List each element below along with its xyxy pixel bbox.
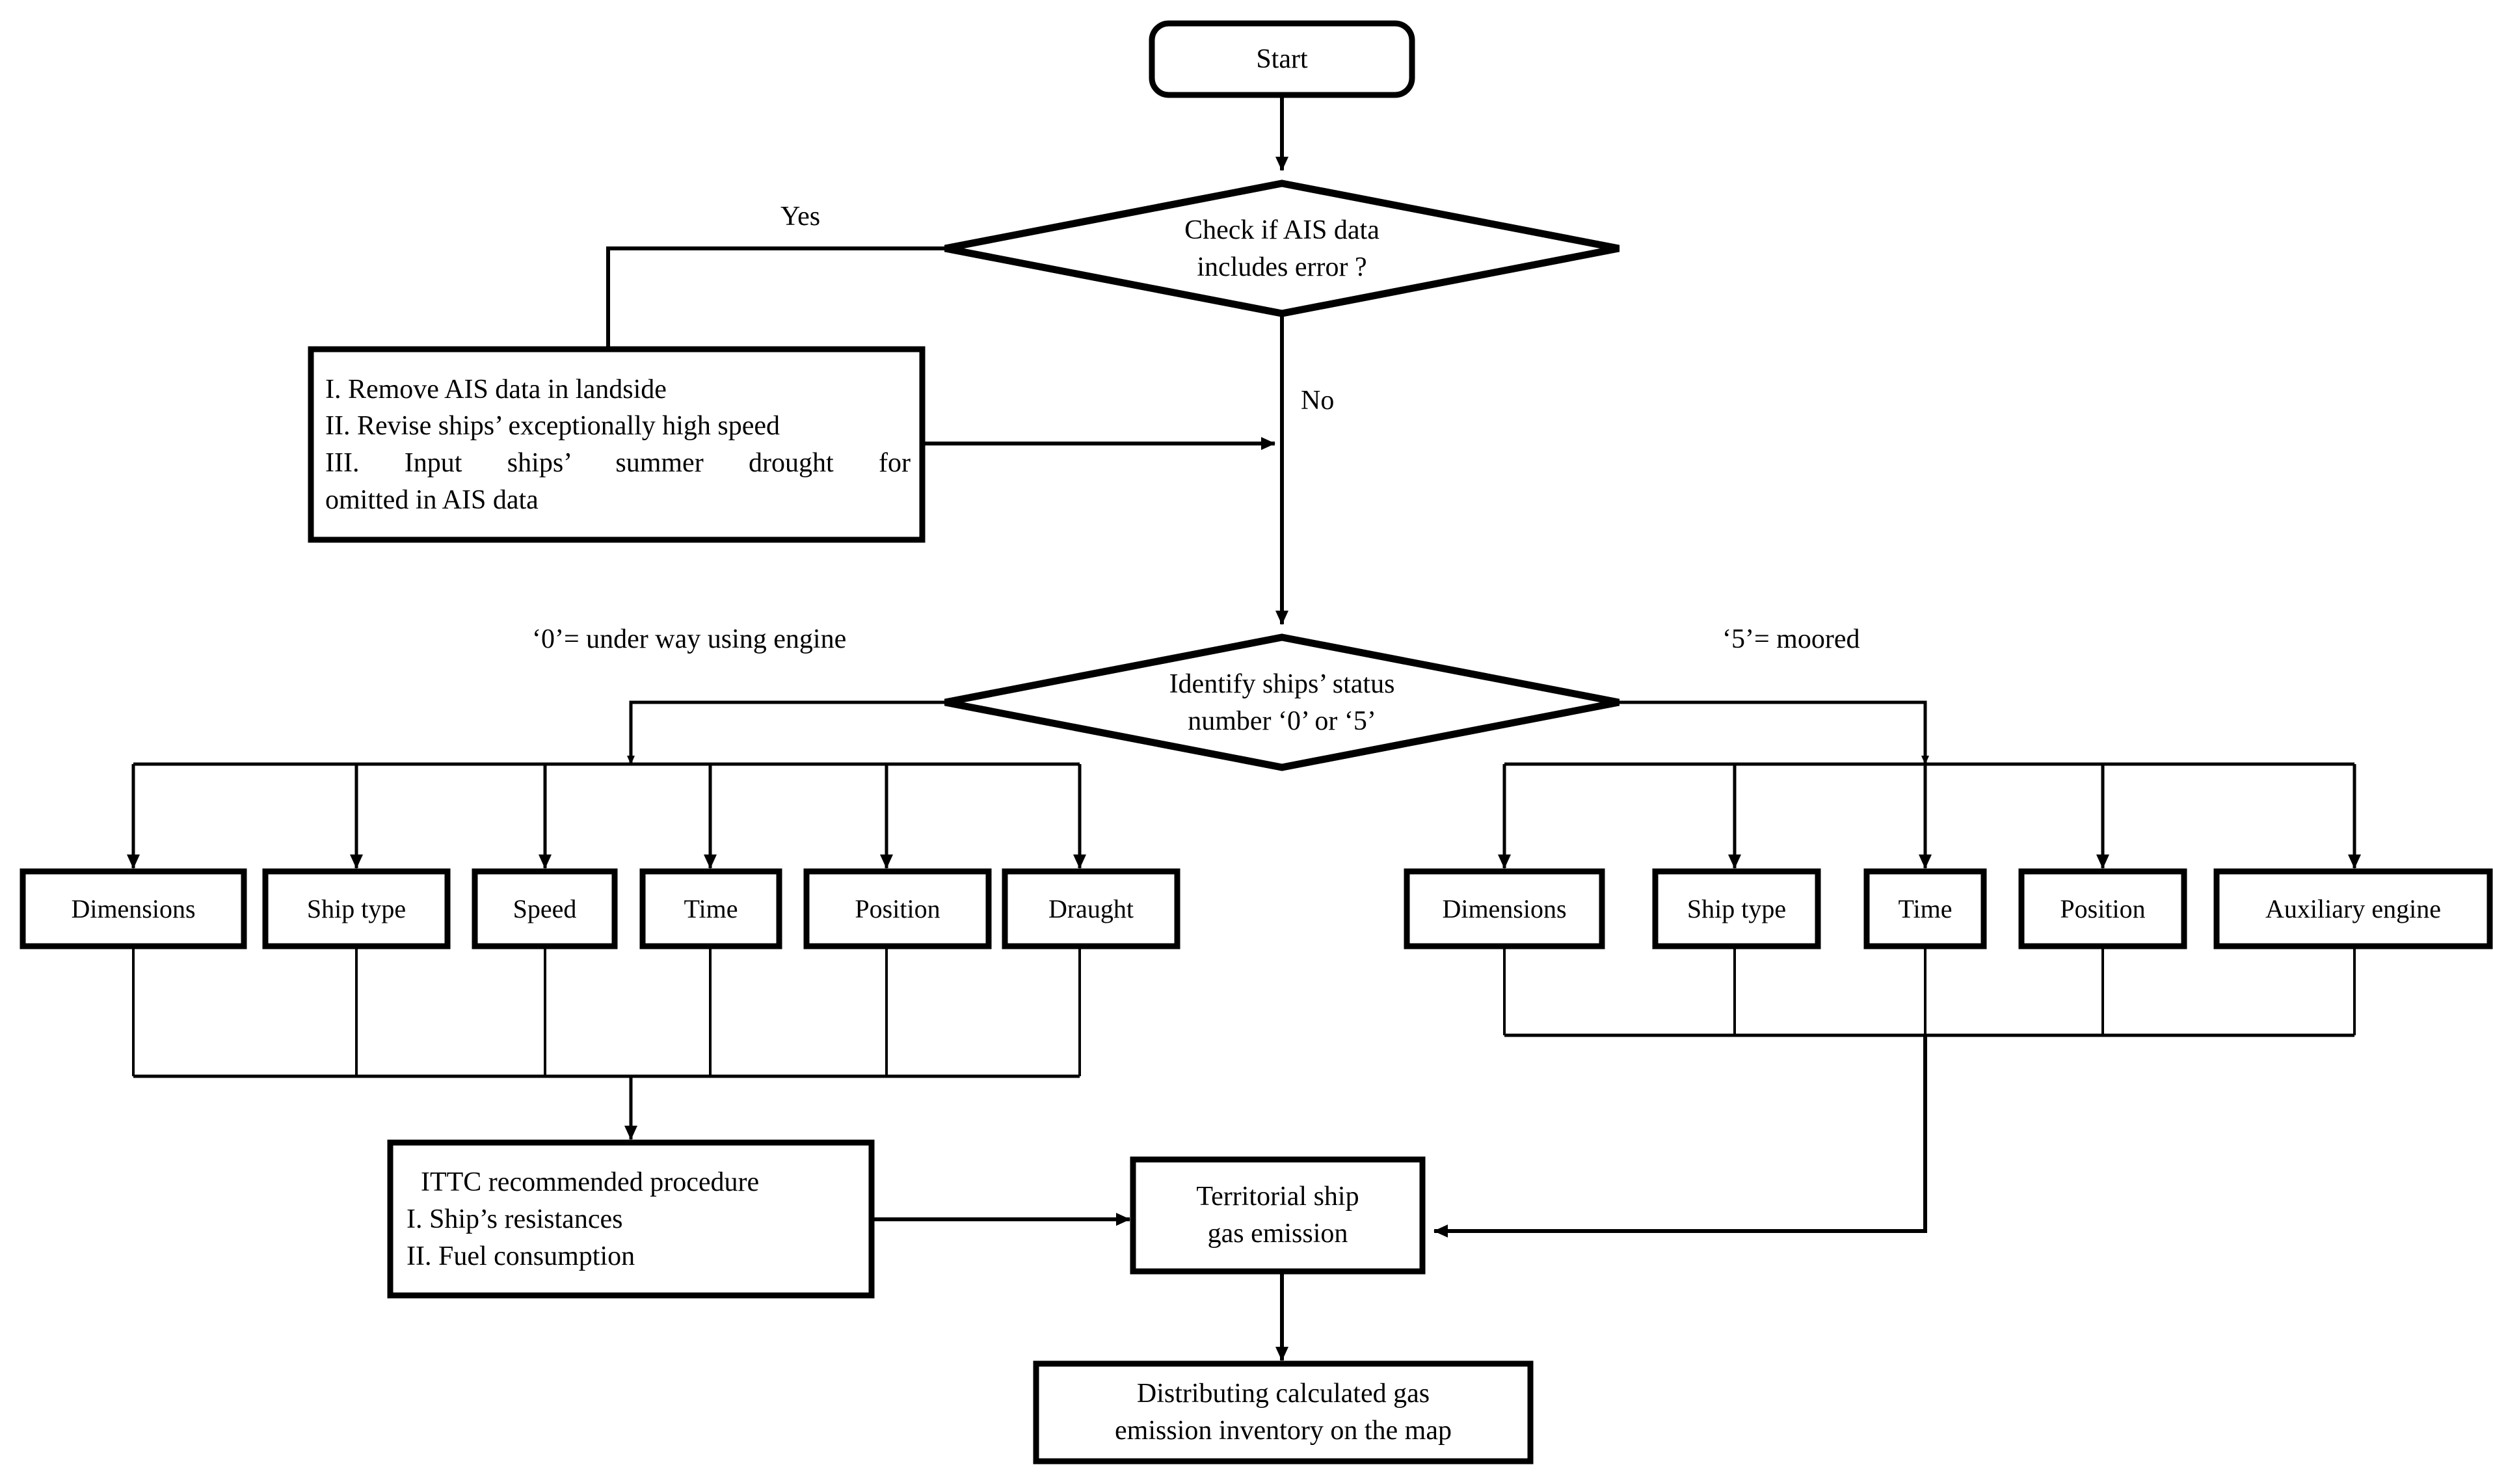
param-box-moored-2 xyxy=(1863,868,1987,949)
ittc-box-shape xyxy=(387,1139,875,1299)
edge-label-status-zero: ‘0’= under way using engine xyxy=(532,624,847,654)
territorial-box-shape xyxy=(1130,1156,1426,1275)
decision-status-shape xyxy=(944,633,1620,771)
param-box-underway-4 xyxy=(803,868,992,949)
param-box-underway-1 xyxy=(262,868,451,949)
param-box-underway-0 xyxy=(20,868,247,949)
final-box-shape xyxy=(1033,1360,1534,1464)
edge-label-status-five: ‘5’= moored xyxy=(1722,624,1860,654)
param-box-moored-4 xyxy=(2213,868,2493,949)
param-box-underway-2 xyxy=(472,868,618,949)
edge-label-no: No xyxy=(1301,386,1335,416)
param-box-moored-0 xyxy=(1404,868,1605,949)
edge-status-five xyxy=(1619,700,1929,765)
decision-error-shape xyxy=(944,179,1620,317)
fix-box-shape xyxy=(308,346,926,543)
param-box-moored-1 xyxy=(1652,868,1821,949)
edge-yes-branch xyxy=(606,246,945,349)
start-shape xyxy=(1149,20,1415,98)
edge-moored-to-territorial xyxy=(1433,1035,1927,1238)
param-box-moored-3 xyxy=(2018,868,2187,949)
param-box-underway-5 xyxy=(1002,868,1180,949)
param-box-underway-3 xyxy=(639,868,782,949)
edge-status-zero xyxy=(627,700,945,765)
edge-label-yes: Yes xyxy=(780,202,821,232)
